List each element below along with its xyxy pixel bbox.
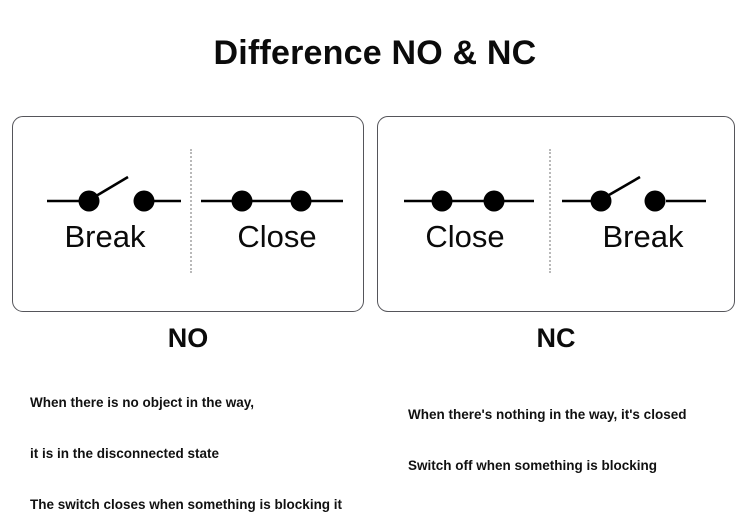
section-label-nc: NC <box>536 323 576 353</box>
caption-no-line-1: When there is no object in the way, <box>30 395 255 410</box>
symbol-cell-no-break: Break <box>21 117 189 313</box>
caption-nc-line-2: Switch off when something is blocking <box>408 458 658 473</box>
caption-no-line-3: The switch closes when something is bloc… <box>30 497 343 512</box>
symbol-cell-nc-break: Break <box>554 117 732 313</box>
caption-no-line-2: it is in the disconnected state <box>30 446 220 461</box>
page-title: Difference NO & NC <box>213 34 537 72</box>
state-label-nc-break: Break <box>602 219 684 254</box>
caption-nc-line-1: When there's nothing in the way, it's cl… <box>408 407 687 422</box>
symbol-cell-no-close: Close <box>193 117 361 313</box>
state-label-no-close: Close <box>237 219 317 254</box>
switch-open-icon <box>21 163 189 219</box>
panel-no: Break Close <box>12 116 364 312</box>
panel-nc-divider <box>549 149 551 273</box>
caption-no: When there is no object in the way, it i… <box>30 360 342 530</box>
symbol-cell-nc-close: Close <box>382 117 548 313</box>
switch-open-icon <box>554 163 732 219</box>
caption-nc: When there's nothing in the way, it's cl… <box>408 372 686 491</box>
panel-no-divider <box>190 149 192 273</box>
switch-closed-icon <box>382 163 548 219</box>
section-label-no: NO <box>167 323 209 353</box>
state-label-nc-close: Close <box>425 219 505 254</box>
state-label-no-break: Break <box>64 219 146 254</box>
panel-nc: Close Break <box>377 116 735 312</box>
switch-closed-icon <box>193 163 361 219</box>
